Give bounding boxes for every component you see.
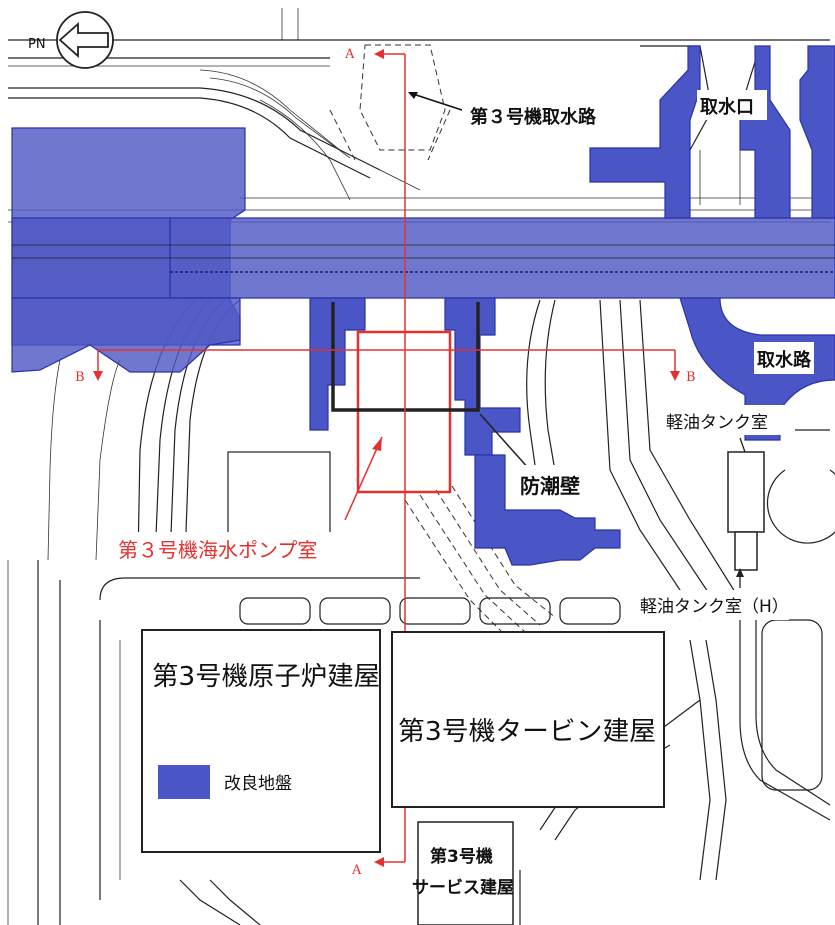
legend-label-improved-ground: 改良地盤 [224, 774, 292, 794]
north-label: PN [28, 37, 46, 52]
section-b-right: B [686, 370, 696, 385]
label-waterway: 取水路 [757, 349, 812, 371]
seawater-pump-room-outline [356, 330, 452, 494]
pump-room-pointer [344, 436, 383, 521]
legend-swatch [158, 765, 210, 799]
improved-ground-pump-right-leg [444, 297, 521, 456]
improved-ground-intake-3 [799, 45, 835, 219]
label-service-building-line2: サービス建屋 [412, 877, 514, 898]
improved-ground-left-lobe [11, 297, 241, 373]
label-intake: 取水口 [700, 96, 754, 118]
improved-ground-intake-2 [739, 45, 791, 219]
label-turbine-building: 第3号機タービン建屋 [398, 717, 656, 747]
improved-ground-seawall-blocks [474, 454, 621, 566]
seawall-pointer [479, 413, 531, 471]
improved-ground-areas [11, 45, 835, 566]
diesel-tank-room-h-box [727, 451, 765, 533]
section-b-left: B [75, 370, 85, 385]
intake-canal-pointer-head [408, 92, 418, 99]
label-intake-canal-3: 第３号機取水路 [470, 106, 597, 128]
label-reactor-building: 第3号機原子炉建屋 [152, 662, 380, 692]
diesel-tank-room-h-sub [734, 531, 758, 571]
label-diesel-tank-room-h: 軽油タンク室（H） [640, 597, 789, 617]
section-a-top: A [344, 47, 355, 62]
north-arrow [56, 11, 114, 69]
label-diesel-tank-room: 軽油タンク室 [666, 413, 768, 433]
turbine-building-outline [391, 631, 665, 808]
label-seawater-pump-room: 第３号機海水ポンプ室 [118, 538, 317, 562]
label-seawall: 防潮壁 [520, 474, 580, 498]
improved-ground-intake-1 [589, 45, 701, 219]
rail-ticks [12, 244, 835, 273]
label-service-building-line1: 第3号機 [430, 846, 493, 867]
service-building-outline [417, 821, 514, 925]
pump-room-pointer-head [372, 437, 382, 451]
reactor-building-outline [141, 629, 381, 853]
section-a-bottom: A [351, 863, 362, 878]
improved-ground-pump-left-leg [309, 297, 366, 431]
intake-canal-pointer [409, 92, 469, 113]
